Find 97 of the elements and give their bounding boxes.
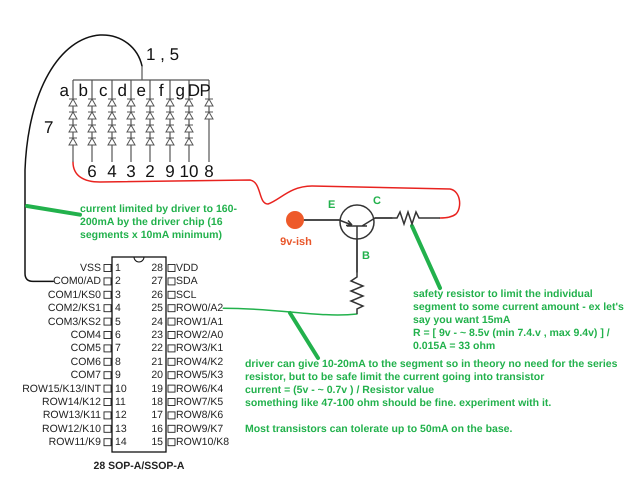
pin-number: 14 bbox=[115, 435, 127, 450]
pin-label: ROW9/K7 bbox=[176, 422, 224, 436]
pin-label: ROW10/K8 bbox=[176, 435, 230, 450]
segment-label: d bbox=[118, 82, 126, 100]
pin-label: ROW14/K12 bbox=[42, 395, 101, 409]
wire bbox=[356, 239, 358, 273]
terminal-label: E bbox=[328, 199, 336, 212]
pin-number: 18 bbox=[151, 395, 163, 409]
transistor-symbol bbox=[339, 204, 375, 240]
pin-label: SDA bbox=[176, 274, 198, 288]
segment-label: g bbox=[176, 82, 184, 100]
note-text: safety resistor to limit the individual segment to some current amount - ex let's say you want 15mA bbox=[413, 288, 625, 327]
segment-label: f bbox=[158, 82, 164, 100]
pin-number: 26 bbox=[151, 288, 163, 302]
pin-label: ROW12/K10 bbox=[42, 422, 101, 436]
pin-number: 24 bbox=[151, 314, 163, 329]
pin-number: 6 bbox=[115, 328, 121, 342]
wire bbox=[374, 217, 393, 219]
terminal-label: C bbox=[373, 195, 381, 208]
pin-number-label: 8 bbox=[204, 163, 214, 181]
segment-label: a bbox=[60, 82, 68, 100]
pin-number-label: 3 bbox=[126, 163, 136, 181]
pin-number-label: 7 bbox=[44, 119, 54, 137]
pin-number: 11 bbox=[115, 395, 126, 409]
pin-label: ROW0/A2 bbox=[176, 301, 224, 316]
pin-label: ROW11/K9 bbox=[48, 435, 101, 450]
voltage-label: 9v-ish bbox=[280, 236, 312, 248]
resistor-symbol bbox=[392, 210, 440, 226]
pin-number: 15 bbox=[151, 435, 163, 450]
pin-label: COM3/KS2 bbox=[48, 314, 101, 329]
package-caption: 28 SOP-A/SSOP-A bbox=[93, 460, 185, 472]
pin-label: VSS bbox=[80, 261, 101, 275]
pin-number: 13 bbox=[115, 422, 127, 436]
segment-label: e bbox=[136, 82, 146, 100]
pin-number: 17 bbox=[151, 408, 163, 422]
power-source-dot bbox=[286, 211, 304, 229]
pin-label: COM0/AD bbox=[53, 274, 101, 288]
segment-label: b bbox=[78, 82, 88, 100]
pin-number: 23 bbox=[151, 328, 163, 342]
pin-label: VDD bbox=[176, 261, 198, 275]
pin-label: ROW13/K11 bbox=[42, 408, 101, 422]
pin-number-label: 6 bbox=[87, 163, 97, 181]
pin-label: ROW6/K4 bbox=[176, 382, 224, 396]
pin-label: COM6 bbox=[70, 354, 101, 369]
note-text: current = (5v - ~ 0.7v ) / Resistor value bbox=[245, 384, 436, 397]
pin-number: 10 bbox=[115, 382, 127, 396]
pin-label: SCL bbox=[176, 288, 196, 302]
wire bbox=[72, 161, 460, 219]
pin-label: ROW3/K1 bbox=[176, 341, 224, 356]
pin-number: 20 bbox=[151, 368, 163, 382]
leader-line bbox=[288, 311, 320, 360]
terminal-label: B bbox=[362, 250, 370, 263]
pin-label: ROW5/K3 bbox=[176, 368, 224, 382]
pin-number-label: 9 bbox=[165, 163, 175, 181]
pin-label: ROW4/K2 bbox=[176, 354, 224, 369]
wire bbox=[24, 34, 143, 282]
pin-label: ROW2/A0 bbox=[176, 328, 224, 342]
pin-number: 7 bbox=[115, 341, 121, 356]
pin-label: COM7 bbox=[70, 368, 101, 382]
pin-label: COM2/KS1 bbox=[48, 301, 101, 316]
pin-number: 22 bbox=[151, 341, 163, 356]
pin-number: 1 bbox=[115, 261, 121, 275]
pin-number: 5 bbox=[115, 314, 121, 329]
leader-line bbox=[410, 224, 442, 290]
pin-number: 8 bbox=[115, 354, 121, 369]
pin-label: COM5 bbox=[70, 341, 101, 356]
pin-number: 16 bbox=[151, 422, 163, 436]
pin-label: ROW1/A1 bbox=[176, 314, 224, 329]
pin-number: 3 bbox=[115, 288, 121, 302]
note-text: current limited by driver to 160-200mA by the driver chip (16 segments x 10mA minimum) bbox=[80, 203, 238, 242]
pin-number: 4 bbox=[115, 301, 121, 316]
pin-number: 28 bbox=[151, 261, 163, 275]
pin-number: 12 bbox=[115, 408, 127, 422]
pin-label: ROW8/K6 bbox=[176, 408, 224, 422]
pin-label: COM4 bbox=[70, 328, 101, 342]
pin-label: ROW15/K13/INT bbox=[22, 382, 101, 396]
pin-number: 9 bbox=[115, 368, 121, 382]
wire bbox=[303, 219, 340, 221]
note-text: Most transistors can tolerate up to 50mA on the base. bbox=[245, 423, 514, 436]
led-segment-display-drawing bbox=[70, 66, 215, 162]
resistor-symbol bbox=[350, 272, 364, 314]
pin-number-label: 2 bbox=[145, 163, 155, 181]
pin-number: 25 bbox=[151, 301, 163, 316]
pin-label: COM1/KS0 bbox=[48, 288, 101, 302]
pin-label: ROW7/K5 bbox=[176, 395, 224, 409]
pin-number-label: 1 , 5 bbox=[146, 46, 180, 64]
pin-number-label: 4 bbox=[107, 163, 117, 181]
segment-label: c bbox=[99, 82, 107, 100]
pin-number: 19 bbox=[151, 382, 163, 396]
pin-number: 2 bbox=[115, 274, 121, 288]
note-text: R = [ 9v - ~ 8.5v (min 7.4.v , max 9.4v) ] / 0.015A = 33 ohm bbox=[413, 327, 611, 353]
wire bbox=[222, 307, 358, 316]
pin-number-label: 10 bbox=[180, 163, 198, 181]
leader-line bbox=[25, 204, 82, 217]
note-text: something like 47-100 ohm should be fine. experiment with it. bbox=[245, 397, 552, 410]
pin-number: 27 bbox=[151, 274, 163, 288]
pin-number: 21 bbox=[151, 354, 163, 369]
